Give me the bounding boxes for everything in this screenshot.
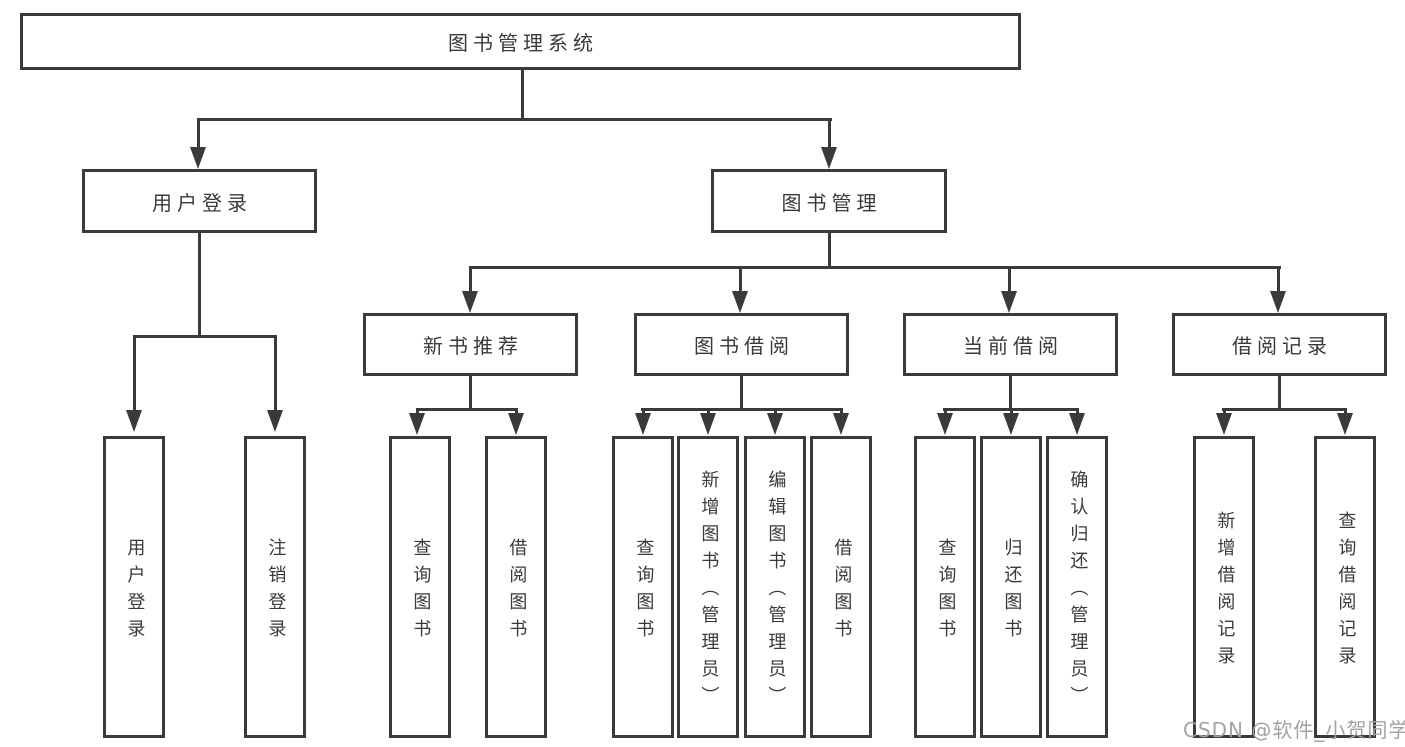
node-book-borrow: 图书借阅 (634, 313, 849, 376)
arrowhead (635, 413, 651, 435)
leaf-current-confirm-return-admin-label: 确认归还（管理员） (1067, 470, 1089, 713)
connector-new-book-recommend-down (469, 374, 472, 410)
leaf-borrow-query-book-label: 查询图书 (633, 537, 655, 646)
arrowhead (1216, 413, 1232, 435)
connector-root-down (521, 68, 524, 120)
leaf-borrow-add-book-admin: 新增图书（管理员） (677, 436, 739, 738)
connector-current-borrow-down (1009, 374, 1012, 410)
connector-to-leaf-user-login (133, 335, 136, 415)
arrowhead (821, 147, 837, 169)
leaf-user-login-label: 用户登录 (124, 537, 146, 646)
node-book-management: 图书管理 (711, 169, 947, 233)
leaf-borrow-edit-book-admin: 编辑图书（管理员） (744, 436, 806, 738)
leaf-record-query-record: 查询借阅记录 (1314, 436, 1376, 738)
connector-book-borrow-split (641, 408, 843, 411)
leaf-borrow-query-book: 查询图书 (612, 436, 674, 738)
leaf-newbook-query-book: 查询图书 (389, 436, 451, 738)
node-current-borrow: 当前借阅 (903, 313, 1118, 376)
leaf-current-confirm-return-admin: 确认归还（管理员） (1046, 436, 1108, 738)
connector-new-book-recommend-split (416, 408, 518, 411)
leaf-record-query-record-label: 查询借阅记录 (1335, 510, 1357, 673)
leaf-record-add-record-label: 新增借阅记录 (1214, 510, 1236, 673)
leaf-newbook-borrow-book: 借阅图书 (485, 436, 547, 738)
arrowhead (508, 413, 524, 435)
arrowhead (937, 413, 953, 435)
node-root: 图书管理系统 (20, 13, 1021, 70)
connector-user-login-split (133, 335, 277, 338)
arrowhead (767, 413, 783, 435)
leaf-current-query-book-label: 查询图书 (935, 537, 957, 646)
arrowhead (462, 291, 478, 313)
connector-book-management-down (828, 230, 831, 268)
node-borrow-record-label: 借阅记录 (1232, 334, 1332, 358)
arrowhead (190, 147, 206, 169)
arrowhead (1003, 413, 1019, 435)
leaf-logout: 注销登录 (244, 436, 306, 738)
leaf-logout-label: 注销登录 (265, 537, 287, 646)
leaf-current-return-book: 归还图书 (980, 436, 1042, 738)
arrowhead (1270, 291, 1286, 313)
connector-root-to-user-login (197, 118, 200, 150)
node-user-login: 用户登录 (82, 169, 317, 233)
node-root-label: 图书管理系统 (448, 31, 598, 55)
arrowhead (267, 410, 283, 432)
connector-book-borrow-down (740, 374, 743, 410)
node-book-management-label: 图书管理 (781, 190, 882, 215)
leaf-newbook-borrow-book-label: 借阅图书 (506, 537, 528, 646)
watermark: CSDN @软件_小贺同学 (1183, 718, 1405, 742)
node-book-borrow-label: 图书借阅 (694, 334, 794, 358)
connector-to-borrow-record (1277, 266, 1280, 294)
leaf-borrow-borrow-book-label: 借阅图书 (831, 537, 853, 646)
node-new-book-recommend-label: 新书推荐 (423, 334, 523, 358)
connector-to-current-borrow (1008, 266, 1011, 294)
connector-borrow-record-split (1222, 408, 1347, 411)
arrowhead (732, 291, 748, 313)
connector-to-book-borrow (739, 266, 742, 294)
connector-to-new-book-recommend (469, 266, 472, 294)
leaf-user-login: 用户登录 (103, 436, 165, 738)
leaf-newbook-query-book-label: 查询图书 (410, 537, 432, 646)
connector-user-login-down (198, 230, 201, 338)
arrowhead (1069, 413, 1085, 435)
connector-root-split (197, 118, 832, 121)
arrowhead (126, 410, 142, 432)
arrowhead (833, 413, 849, 435)
node-borrow-record: 借阅记录 (1172, 313, 1387, 376)
arrowhead (1337, 413, 1353, 435)
arrowhead (700, 413, 716, 435)
connector-borrow-record-down (1278, 374, 1281, 410)
connector-book-management-split (469, 266, 1281, 269)
node-user-login-label: 用户登录 (152, 190, 252, 215)
node-current-borrow-label: 当前借阅 (963, 334, 1063, 358)
leaf-borrow-edit-book-admin-label: 编辑图书（管理员） (765, 470, 787, 713)
arrowhead (1001, 291, 1017, 313)
leaf-record-add-record: 新增借阅记录 (1193, 436, 1255, 738)
connector-root-to-book-management (828, 118, 831, 150)
leaf-borrow-add-book-admin-label: 新增图书（管理员） (698, 470, 720, 713)
connector-to-leaf-logout (274, 335, 277, 415)
leaf-current-query-book: 查询图书 (914, 436, 976, 738)
leaf-current-return-book-label: 归还图书 (1001, 537, 1023, 646)
arrowhead (409, 413, 425, 435)
leaf-borrow-borrow-book: 借阅图书 (810, 436, 872, 738)
node-new-book-recommend: 新书推荐 (363, 313, 578, 376)
